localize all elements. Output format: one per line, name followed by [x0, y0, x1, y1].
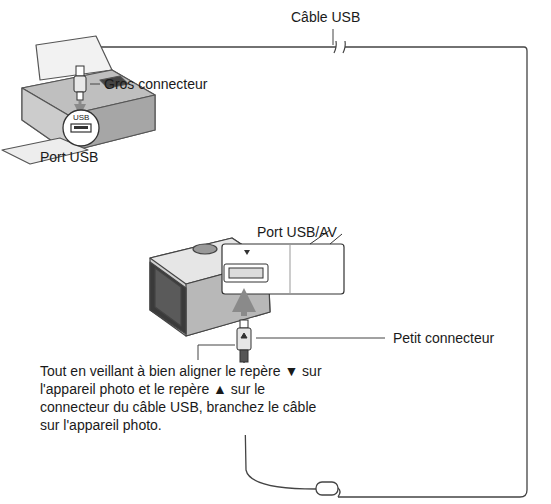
leader-line	[256, 338, 385, 339]
small-connector	[237, 320, 251, 362]
connector-label: Petit connecteur	[393, 330, 494, 346]
cable-label: Câble USB	[291, 9, 360, 25]
port-marking: USB	[73, 113, 89, 122]
insert-arrow	[241, 300, 247, 316]
port-label: Port USB/AV	[257, 224, 337, 240]
cable-break-mark	[334, 41, 345, 53]
printer	[2, 36, 155, 164]
leader-line	[198, 345, 235, 360]
leader-line	[333, 29, 334, 45]
port-label: Port USB	[40, 149, 98, 165]
instruction-note: Tout en veillant à bien aligner le repèr…	[40, 363, 330, 435]
insert-arrow	[79, 101, 82, 110]
ferrite-core	[316, 482, 340, 497]
connector-label: Gros connecteur	[104, 76, 208, 92]
leader-line	[90, 84, 100, 85]
usb-port-icon	[63, 110, 99, 146]
large-connector	[74, 66, 86, 100]
